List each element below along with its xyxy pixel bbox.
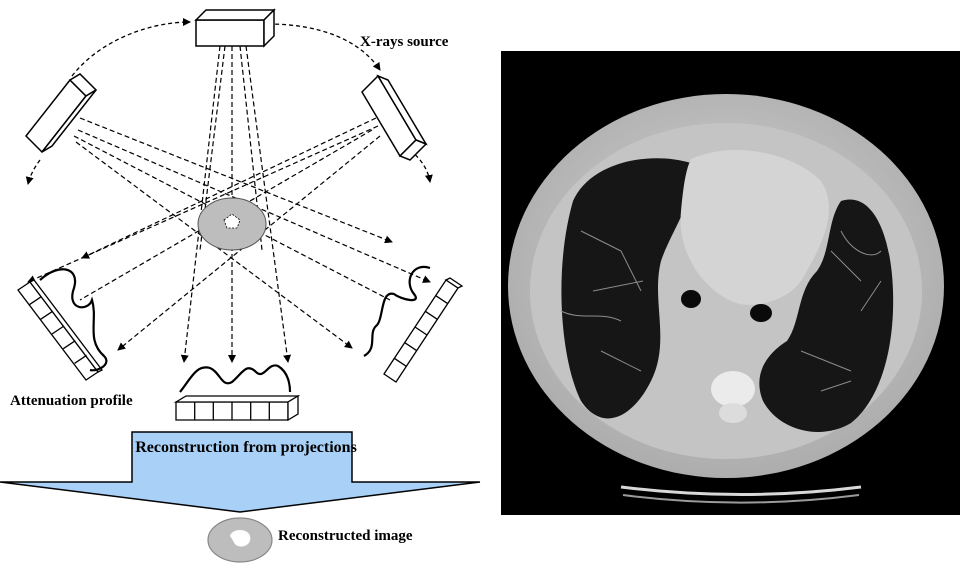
detector-left	[18, 280, 102, 380]
reconstructed-image-label: Reconstructed image	[278, 528, 413, 545]
scanned-object	[198, 198, 266, 250]
xray-source-top	[196, 10, 274, 46]
ct-scan-image	[501, 51, 960, 515]
attenuation-profile-bottom	[180, 365, 290, 392]
ct-scan-illustration	[501, 51, 960, 515]
xray-source-label: X-rays source	[360, 34, 448, 51]
reconstruction-label: Reconstruction from projections	[134, 437, 358, 458]
detector-right	[384, 278, 462, 382]
detector-bottom	[176, 396, 298, 420]
xray-source-right	[362, 76, 426, 160]
xray-source-left	[26, 74, 96, 152]
ct-projection-diagram	[0, 0, 500, 566]
reconstructed-image-icon	[208, 518, 272, 562]
attenuation-profile-label: Attenuation profile	[10, 393, 133, 410]
